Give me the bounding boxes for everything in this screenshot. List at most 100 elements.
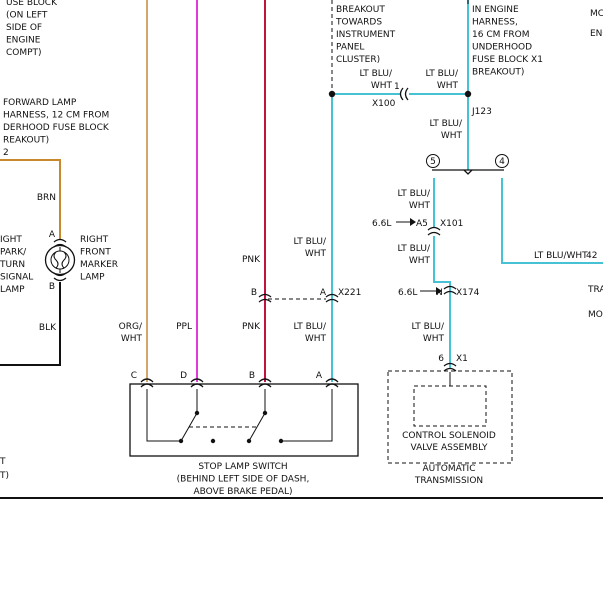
label-x1-pin: 6 [438, 354, 444, 364]
label-j123-line: J123 [471, 107, 492, 117]
note-forward-lamp-line: FORWARD LAMP [3, 98, 77, 108]
note-bottom-left-line: T [0, 457, 6, 467]
note-top-left-line: COMPT) [6, 48, 42, 58]
connector-x221-b [258, 293, 272, 303]
label-ltblu-right-branch: LT BLU/WHT [534, 251, 588, 261]
label-splice-4: 4 [499, 157, 505, 167]
label-splice-5-line: 5 [430, 157, 436, 167]
label-control-solenoid-line: VALVE ASSEMBLY [411, 443, 488, 453]
note-right-cut-line: MO [588, 310, 603, 320]
note-top-right-line: ENG [590, 29, 603, 39]
label-right-front-marker-lamp-line: RIGHT [80, 235, 109, 245]
note-top-right-line: MC [590, 9, 603, 19]
label-brn: BRN [37, 193, 56, 203]
label-x221-pin-a-line: A [320, 288, 327, 298]
label-ltblu-x101-x174-line: LT BLU/ [398, 244, 431, 254]
label-right-front-marker-lamp-line: FRONT [80, 248, 111, 258]
label-x101-engine: 6.6L [372, 219, 391, 229]
label-lamp-pin-a: A [49, 230, 56, 240]
label-switch-pin: A [316, 371, 323, 381]
junction-dot-j123 [464, 90, 472, 98]
label-ltblu-to-x1-line: LT BLU/ [412, 322, 445, 332]
label-x174-line: X174 [456, 288, 480, 298]
label-ltblu-j123-down: LT BLU/WHT [430, 119, 463, 141]
label-ltblu-j123-down-line: WHT [441, 131, 463, 141]
label-x174-engine-line: 6.6L [398, 288, 417, 298]
note-top-left-line: (ON LEFT [6, 11, 48, 21]
label-stop-lamp-switch: STOP LAMP SWITCH(BEHIND LEFT SIDE OF DAS… [177, 462, 310, 497]
label-right-front-marker-lamp-line: LAMP [80, 273, 105, 283]
label-x174-pin-line: N [436, 288, 443, 298]
arrow-x174 [420, 287, 442, 295]
wires-lt-blu-wht [331, 0, 603, 382]
label-lamp-pin-a-line: A [49, 230, 56, 240]
label-x101: X101 [440, 219, 463, 229]
label-ltblu-to-x221: LT BLU/WHT [294, 237, 327, 259]
label-x101-line: X101 [440, 219, 463, 229]
connector-x221-a [325, 293, 339, 303]
switch-pin-connectors [140, 378, 339, 388]
label-ltblu-x221-switch-line: LT BLU/ [294, 322, 327, 332]
label-stop-lamp-switch-line: (BEHIND LEFT SIDE OF DASH, [177, 475, 310, 485]
label-x1-pin-line: 6 [438, 354, 444, 364]
note-engine-harness-line: UNDERHOOD [472, 43, 532, 53]
label-org-wht-line: ORG/ [119, 322, 143, 332]
label-pnk-upper-line: PNK [242, 255, 261, 265]
label-ltblu-j123-down-line: LT BLU/ [430, 119, 463, 129]
label-blk: BLK [39, 323, 57, 333]
stop-lamp-switch [129, 383, 359, 457]
note-engine-harness-line: FUSE BLOCK X1 [472, 55, 543, 65]
label-switch-pin: D [180, 371, 187, 381]
label-ppl: PPL [176, 322, 192, 332]
label-x100-pin-line: 1 [394, 82, 400, 92]
label-org-wht-line: WHT [121, 334, 143, 344]
label-control-solenoid-line: CONTROL SOLENOID [402, 431, 496, 441]
label-park-turn-signal-lamp-line: IGHT [0, 235, 22, 245]
label-right-branch-pin-line: 42 [586, 251, 597, 261]
note-forward-lamp-line: HARNESS, 12 CM FROM [3, 111, 109, 121]
label-right-front-marker-lamp: RIGHT FRONT MARKER LAMP [80, 235, 118, 283]
wire-ltblu-right-branch [501, 178, 603, 264]
connector-x1 [443, 362, 457, 372]
label-x1-line: X1 [456, 354, 468, 364]
label-splice-4-line: 4 [499, 157, 505, 167]
label-x221-pin-a: A [320, 288, 327, 298]
label-automatic-transmission-line: TRANSMISSION [414, 476, 483, 486]
note-forward-lamp-line: REAKOUT) [3, 136, 49, 146]
label-x100-pin: 1 [394, 82, 400, 92]
automatic-transmission-box [387, 370, 513, 464]
note-bottom-left-line: T) [0, 471, 9, 481]
note-top-left-line: ENGINE [6, 36, 41, 46]
label-pnk-upper: PNK [242, 255, 261, 265]
label-j123: J123 [471, 107, 492, 117]
label-ltblu-x100-right-line: LT BLU/ [426, 69, 459, 79]
label-ltblu-x100-left: LT BLU/WHT [360, 69, 393, 91]
label-ltblu-to-x101-line: WHT [409, 201, 431, 211]
label-switch-pin: C [131, 371, 137, 381]
connector-x100 [399, 87, 409, 101]
label-ltblu-x101-x174-line: WHT [409, 256, 431, 266]
note-right-cut-line: TRA [587, 285, 603, 295]
arrow-x101 [396, 218, 416, 226]
label-ltblu-to-x1: LT BLU/WHT [412, 322, 445, 344]
label-ltblu-x101-x174: LT BLU/WHT [398, 244, 431, 266]
note-breakout-left-line: PANEL [336, 43, 364, 53]
label-blk-line: BLK [39, 323, 57, 333]
label-ltblu-right-branch-line: LT BLU/WHT [534, 251, 588, 261]
label-park-turn-signal-lamp-line: SIGNAL [0, 273, 33, 283]
label-right-front-marker-lamp-line: MARKER [80, 260, 118, 270]
note-engine-harness-line: BREAKOUT) [472, 68, 524, 78]
note-breakout-left-line: TOWARDS [335, 18, 382, 28]
label-ltblu-to-x221-line: LT BLU/ [294, 237, 327, 247]
label-ltblu-x100-right-line: WHT [437, 81, 459, 91]
label-x174: X174 [456, 288, 480, 298]
label-x101-pin-line: A5 [416, 219, 428, 229]
label-park-turn-signal-lamp-line: TURN [0, 260, 25, 270]
label-ltblu-x100-left-line: LT BLU/ [360, 69, 393, 79]
